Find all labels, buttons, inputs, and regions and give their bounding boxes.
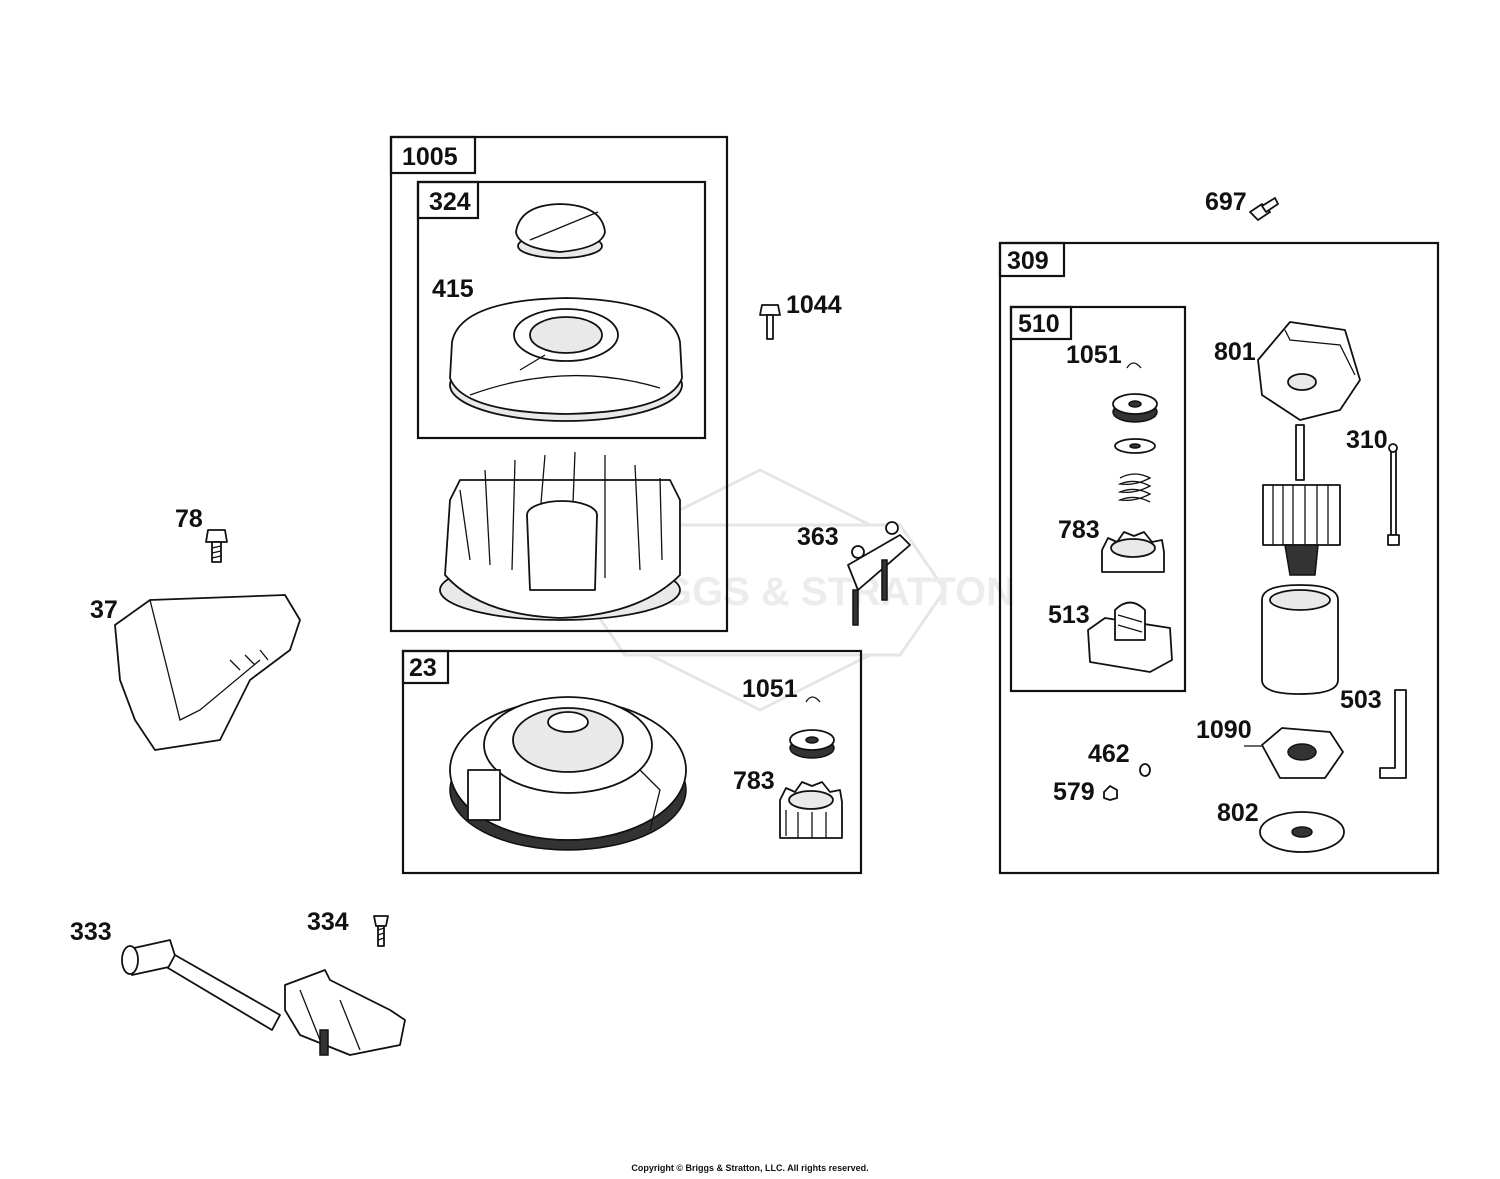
part-screen-cap <box>515 203 606 259</box>
part-retaining-ring-1051-flywheel <box>805 696 821 703</box>
part-ignition-armature <box>121 939 406 1056</box>
part-retaining-ring-1051-starter <box>1126 362 1142 369</box>
group-tab-510 <box>1009 305 1073 341</box>
callout-503: 503 <box>1340 686 1382 714</box>
part-washer-starter <box>1114 438 1156 454</box>
group-box-309 <box>998 241 1440 875</box>
callout-37: 37 <box>90 596 118 624</box>
part-brush-holder-1090 <box>1244 727 1344 779</box>
part-bracket-363 <box>847 521 911 626</box>
part-lock-washer-462 <box>1139 763 1151 777</box>
group-tab-23 <box>401 649 450 685</box>
group-label-309: 309 <box>1007 247 1049 275</box>
callout-415: 415 <box>432 275 474 303</box>
part-bracket-503 <box>1379 689 1407 779</box>
callout-783-starter: 783 <box>1058 516 1100 544</box>
callout-513: 513 <box>1048 601 1090 629</box>
group-tab-1005 <box>389 135 477 175</box>
callout-310: 310 <box>1346 426 1388 454</box>
callout-462: 462 <box>1088 740 1130 768</box>
part-through-bolt-310 <box>1387 443 1400 546</box>
callout-1051-starter: 1051 <box>1066 341 1122 369</box>
group-label-324: 324 <box>429 188 471 216</box>
callout-334: 334 <box>307 908 349 936</box>
part-drive-end-cap-801 <box>1257 321 1361 421</box>
part-bolt-78 <box>205 529 228 563</box>
part-pinion-gear-783-flywheel <box>779 781 843 839</box>
group-box-324 <box>416 180 707 440</box>
group-label-1005: 1005 <box>402 143 458 171</box>
part-motor-housing <box>1261 584 1339 695</box>
callout-579: 579 <box>1053 778 1095 806</box>
part-flywheel <box>449 696 687 851</box>
part-drive-assembly-513 <box>1087 601 1173 673</box>
callout-1044: 1044 <box>786 291 842 319</box>
part-screw-697 <box>1249 197 1279 221</box>
part-spring-starter <box>1117 473 1152 503</box>
part-screw-334 <box>373 915 389 947</box>
callout-1090: 1090 <box>1196 716 1252 744</box>
part-rotating-screen-415 <box>449 297 683 422</box>
callout-801: 801 <box>1214 338 1256 366</box>
part-bolt-1044 <box>759 304 781 340</box>
part-stop-collar-starter <box>1112 393 1158 423</box>
callout-783-flywheel: 783 <box>733 767 775 795</box>
part-pinion-gear-783-starter <box>1101 531 1165 573</box>
group-tab-324 <box>416 180 480 220</box>
group-box-510 <box>1009 305 1187 693</box>
group-box-23 <box>401 649 863 875</box>
copyright-notice: Copyright © Briggs & Stratton, LLC. All … <box>631 1163 869 1173</box>
part-cooling-fan <box>439 451 681 621</box>
callout-78: 78 <box>175 505 203 533</box>
part-air-guide-37 <box>114 594 301 751</box>
callout-802: 802 <box>1217 799 1259 827</box>
part-stop-collar-flywheel <box>789 729 835 759</box>
part-armature <box>1262 424 1341 576</box>
callout-1051-flywheel: 1051 <box>742 675 798 703</box>
part-nut-579 <box>1103 785 1118 801</box>
group-label-510: 510 <box>1018 310 1060 338</box>
group-box-1005 <box>389 135 729 633</box>
group-tab-309 <box>998 241 1066 278</box>
callout-697: 697 <box>1205 188 1247 216</box>
part-end-cap-802 <box>1259 811 1345 853</box>
group-label-23: 23 <box>409 654 437 682</box>
callout-333: 333 <box>70 918 112 946</box>
callout-363: 363 <box>797 523 839 551</box>
